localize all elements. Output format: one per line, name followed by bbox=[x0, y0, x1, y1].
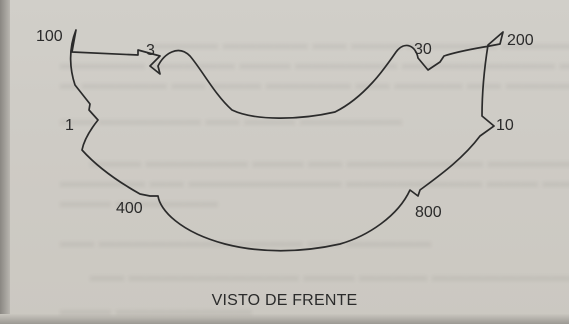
page-shadow-left bbox=[0, 0, 10, 324]
label-left-side: 1 bbox=[65, 117, 74, 134]
label-bottom-right: 800 bbox=[415, 204, 442, 221]
label-top-left: 100 bbox=[36, 28, 63, 45]
label-bottom-left: 400 bbox=[116, 200, 143, 217]
figure-caption: VISTO DE FRENTE bbox=[211, 292, 358, 309]
label-upper-right-notch: 30 bbox=[414, 41, 432, 58]
label-upper-left-notch: 3 bbox=[146, 42, 155, 59]
page-shadow-bottom bbox=[0, 314, 569, 324]
label-right-side: 10 bbox=[496, 117, 514, 134]
label-top-right: 200 bbox=[507, 32, 534, 49]
vessel-outline bbox=[69, 29, 504, 252]
